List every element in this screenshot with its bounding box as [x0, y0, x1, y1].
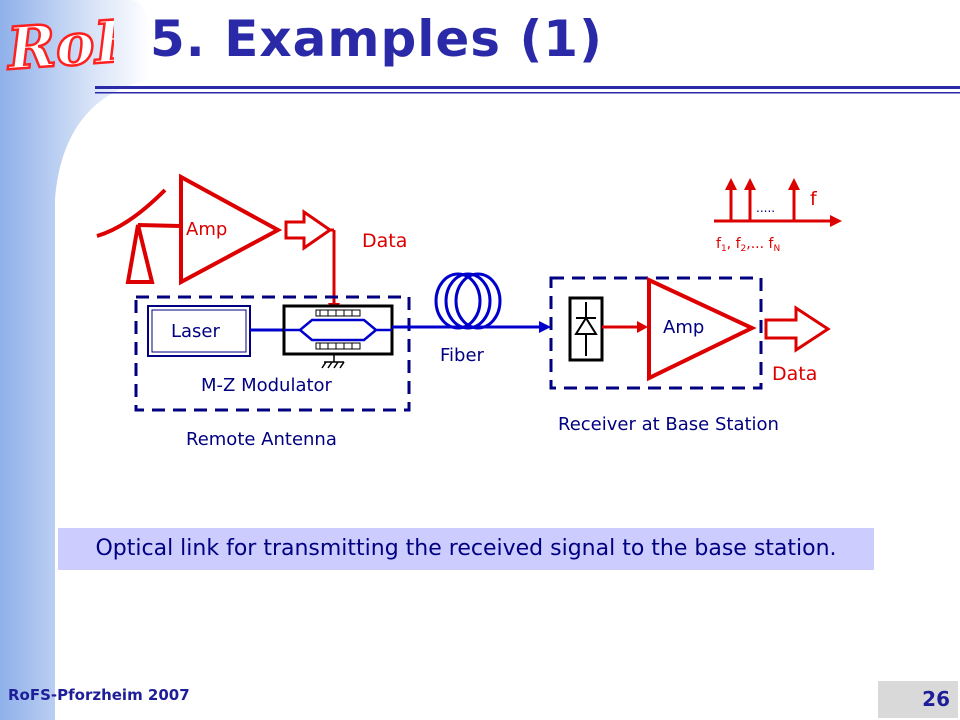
rx-amplifier-icon [647, 276, 757, 382]
rx-data-label: Data [772, 363, 817, 385]
page-number: 26 [922, 687, 950, 711]
logo-lettering: RoFS [4, 4, 114, 83]
slide-caption: Optical link for transmitting the receiv… [58, 528, 874, 570]
receiver-label: Receiver at Base Station [558, 414, 779, 435]
remote-antenna-label: Remote Antenna [186, 429, 337, 450]
rx-amp-label: Amp [663, 317, 704, 338]
laser-box [147, 305, 251, 357]
spectrum-dots: ..... [756, 201, 775, 215]
tx-amp-label: Amp [186, 219, 227, 240]
spectrum-frequency-labels: f1, f2,... fN [716, 236, 780, 254]
footer-text: RoFS-Pforzheim 2007 [8, 686, 190, 704]
rx-data-arrow-icon [764, 305, 831, 353]
modulator-label: M-Z Modulator [201, 375, 333, 396]
remote-antenna-box [134, 295, 411, 412]
fiber-coil-icon [434, 272, 502, 330]
tx-data-label: Data [362, 230, 407, 252]
antenna-icon [96, 188, 181, 284]
ground-icon [321, 354, 345, 369]
mz-modulator-icon [282, 304, 394, 356]
frequency-spectrum [714, 178, 842, 227]
photodiode-icon [568, 296, 604, 362]
spectrum-axis-label: f [810, 188, 818, 210]
receiver-box [549, 276, 763, 390]
rofs-logo: RoFS [4, 4, 114, 85]
tx-amplifier-icon [179, 173, 283, 286]
tx-data-arrow-icon [284, 209, 333, 251]
slide-title: 5. Examples (1) [150, 10, 603, 68]
laser-label: Laser [171, 321, 221, 342]
page-number-box: 26 [878, 681, 958, 718]
fiber-label: Fiber [440, 345, 485, 366]
